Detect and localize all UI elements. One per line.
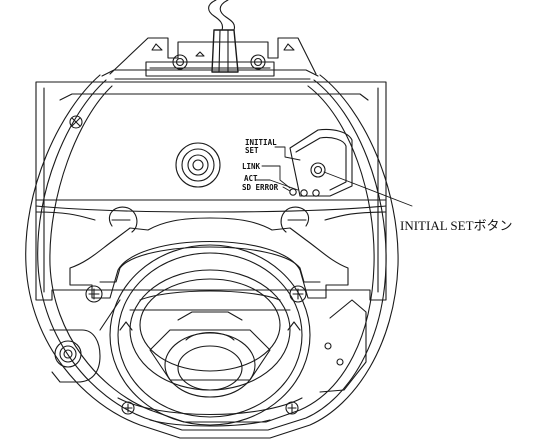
- label-leaders: [255, 146, 301, 192]
- center-port: [175, 142, 221, 188]
- lens-assembly: [109, 244, 311, 426]
- bottom-left-mount: [49, 299, 121, 383]
- label-sd-error: SD ERROR: [242, 183, 279, 192]
- screw-left: [85, 285, 103, 303]
- label-link: LINK: [242, 162, 261, 171]
- bottom-right-mount: [319, 299, 367, 393]
- top-mount: [109, 37, 317, 80]
- label-initial: INITIAL: [245, 138, 277, 147]
- callout-text: INITIAL SETボタン: [400, 218, 513, 233]
- inner-chassis: [35, 81, 387, 301]
- led-sd-error: [312, 189, 320, 197]
- label-act: ACT: [244, 174, 258, 183]
- text-labels: INITIAL SET LINK ACT SD ERROR: [242, 138, 279, 192]
- screw-top-left: [69, 115, 83, 129]
- initial-set-button[interactable]: [310, 162, 326, 178]
- led-link: [289, 188, 297, 196]
- button-recess: [289, 128, 353, 197]
- cable: [208, 0, 239, 73]
- label-set: SET: [245, 146, 259, 155]
- bottom-rim: [117, 397, 303, 427]
- callout: INITIAL SETボタン: [323, 171, 513, 233]
- led-act: [300, 189, 308, 197]
- gimbal-bracket: [69, 206, 349, 299]
